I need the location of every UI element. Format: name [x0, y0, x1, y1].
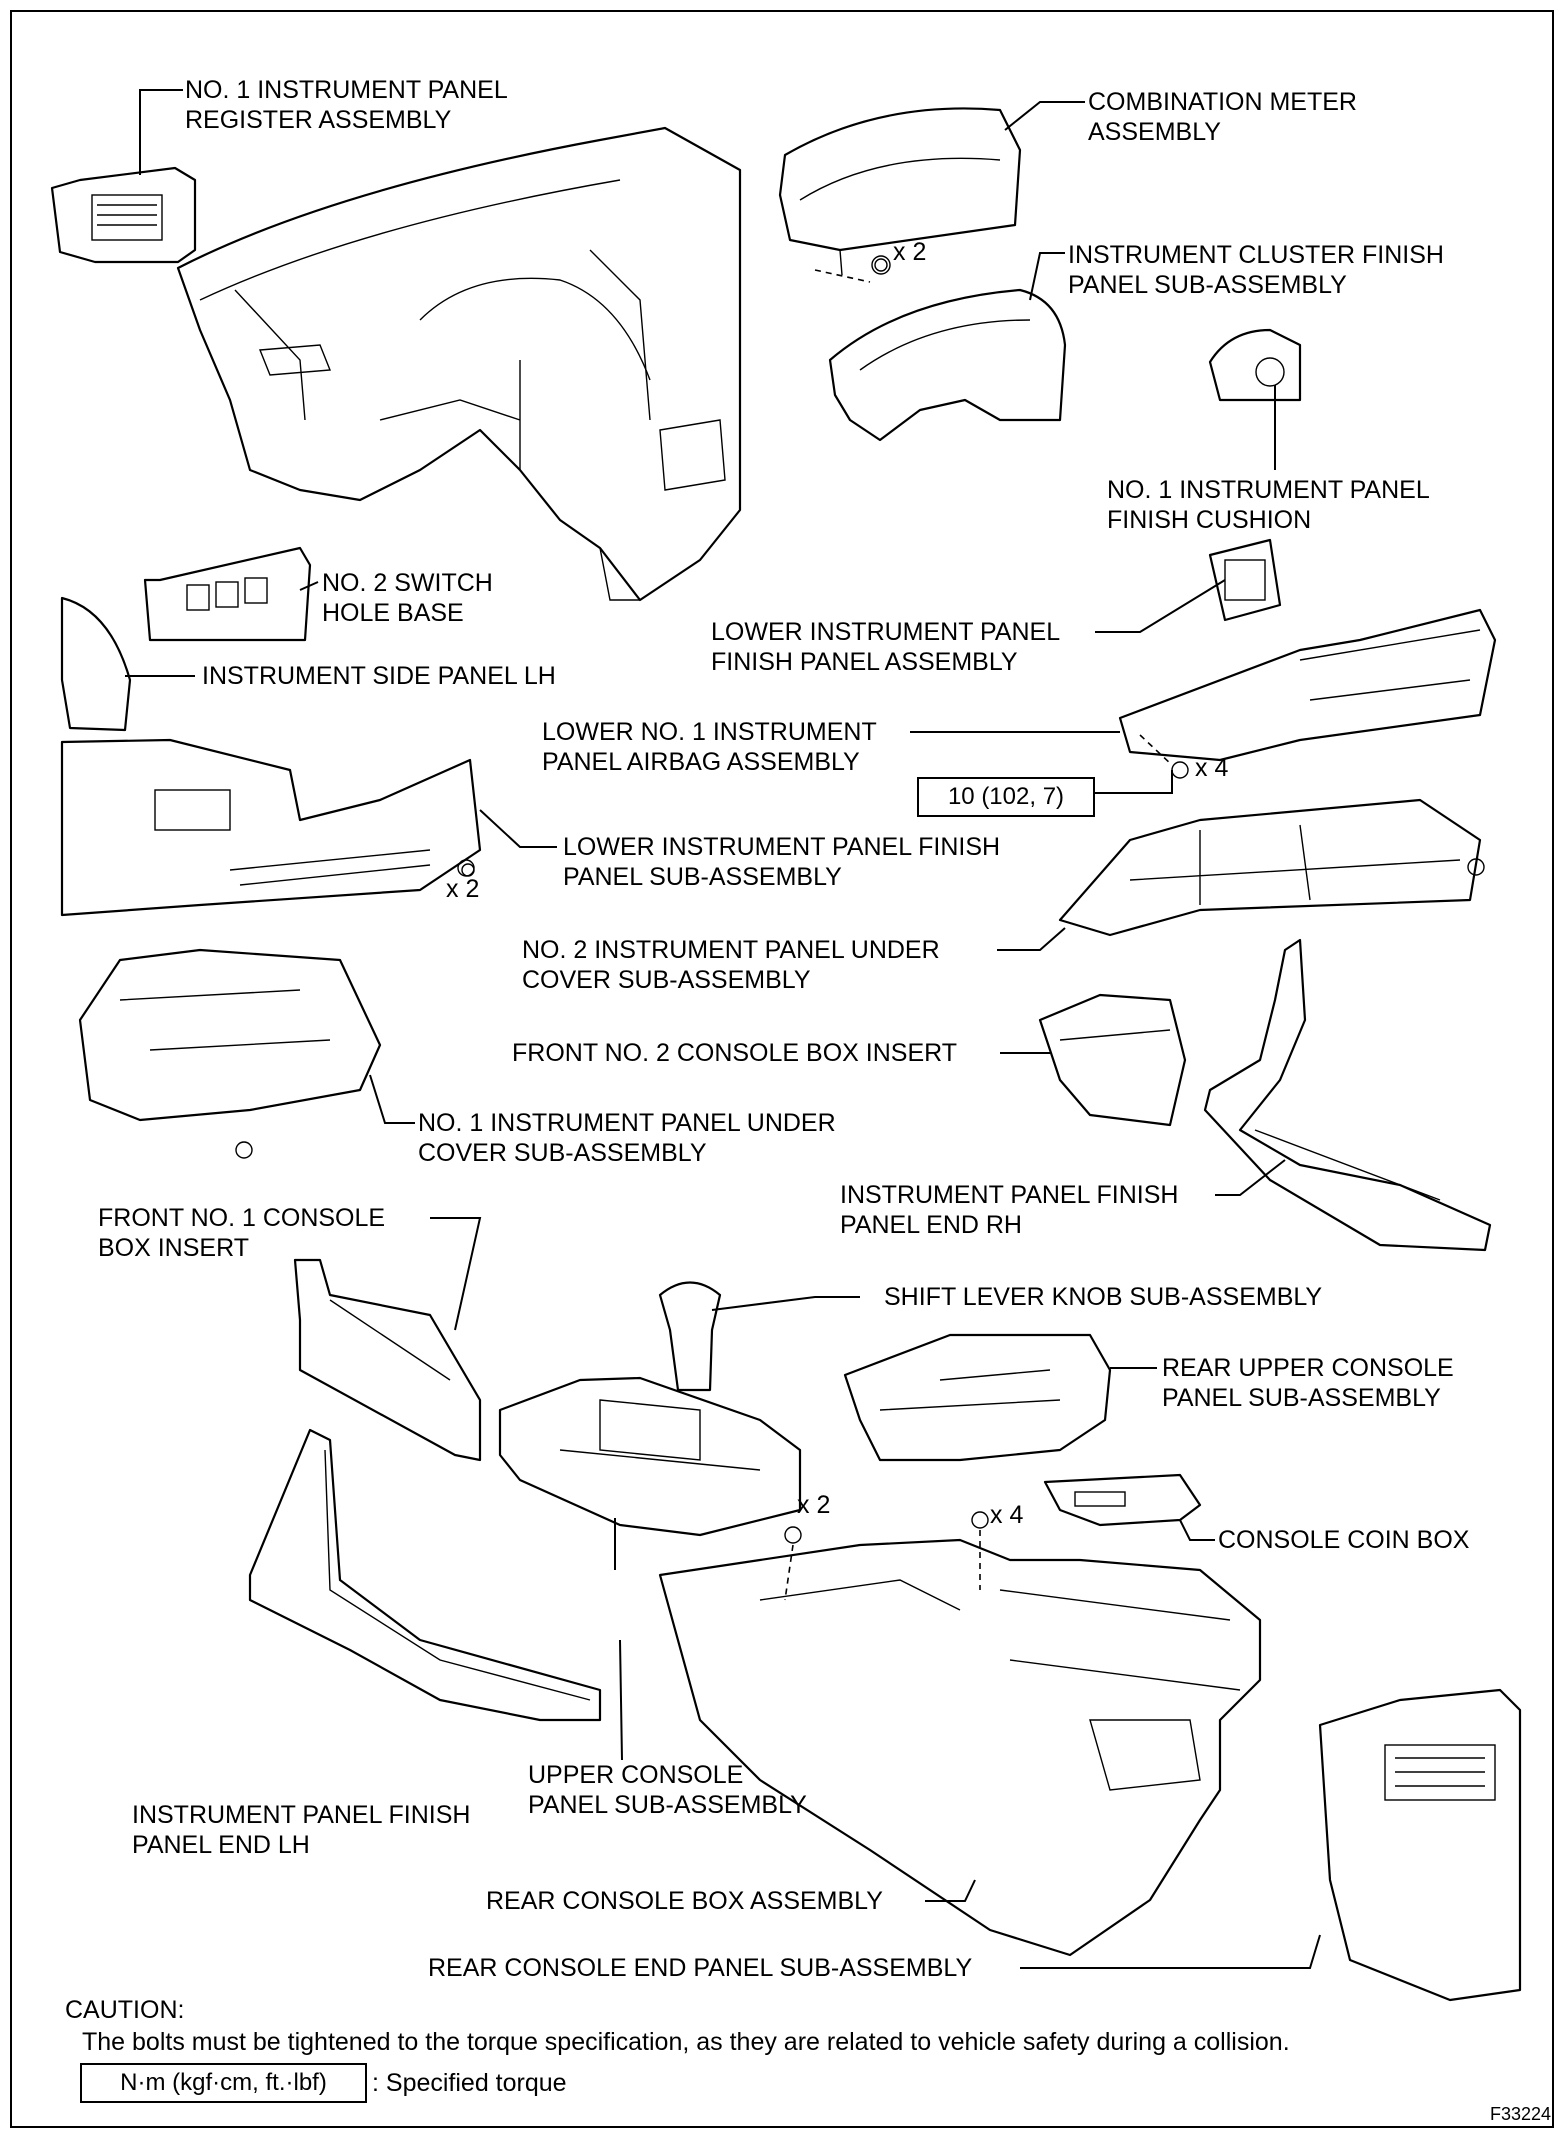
shift-knob-drawing [658, 1281, 722, 1392]
label-shift-knob: SHIFT LEVER KNOB SUB-ASSEMBLY [884, 1282, 1322, 1312]
label-line: BOX INSERT [98, 1234, 249, 1262]
label-line: NO. 1 INSTRUMENT PANEL [185, 76, 508, 104]
label-line: FRONT NO. 2 CONSOLE BOX INSERT [512, 1039, 957, 1067]
label-line: FINISH PANEL ASSEMBLY [711, 648, 1018, 676]
label-line: PANEL AIRBAG ASSEMBLY [542, 748, 860, 776]
legend-torque-box: N·m (kgf·cm, ft.·lbf) [80, 2063, 367, 2103]
label-line: NO. 2 SWITCH [322, 569, 493, 597]
coin-box-drawing [1043, 1473, 1202, 1527]
no1-under-cover-drawing [78, 948, 382, 1159]
finish-cushion-drawing [1208, 328, 1302, 402]
label-knee-airbag: LOWER NO. 1 INSTRUMENT PANEL AIRBAG ASSE… [542, 717, 877, 777]
label-coin-box: CONSOLE COIN BOX [1218, 1525, 1469, 1555]
label-line: LOWER INSTRUMENT PANEL [711, 618, 1061, 646]
diagram-frame [10, 10, 1554, 2128]
label-cluster-finish-panel: INSTRUMENT CLUSTER FINISH PANEL SUB-ASSE… [1068, 240, 1444, 300]
figure-id: F33224 [1490, 2104, 1552, 2124]
label-rear-upper-console: REAR UPPER CONSOLE PANEL SUB-ASSEMBLY [1162, 1353, 1454, 1413]
label-line: CONSOLE COIN BOX [1218, 1526, 1470, 1554]
torque-spec-box: 10 (102, 7) [917, 777, 1095, 817]
label-front-no1-insert: FRONT NO. 1 CONSOLE BOX INSERT [98, 1203, 385, 1263]
label-finish-cushion: NO. 1 INSTRUMENT PANEL FINISH CUSHION [1107, 475, 1430, 535]
rear-console-box-drawing [658, 1538, 1262, 1957]
qty-console-screws-b: x 4 [990, 1501, 1024, 1529]
label-line: NO. 1 INSTRUMENT PANEL [1107, 476, 1430, 504]
label-finish-end-rh: INSTRUMENT PANEL FINISH PANEL END RH [840, 1180, 1178, 1240]
label-line: ASSEMBLY [1088, 118, 1221, 146]
label-line: REAR UPPER CONSOLE [1162, 1354, 1454, 1382]
label-line: COVER SUB-ASSEMBLY [418, 1139, 707, 1167]
qty-meter-screws: x 2 [893, 238, 927, 266]
qty-lower-finish-screws: x 2 [446, 875, 480, 903]
switch-hole-base-drawing [143, 546, 312, 642]
lower-finish-panel-sub-drawing [60, 738, 482, 917]
combination-meter-drawing [778, 107, 1022, 276]
label-line: PANEL SUB-ASSEMBLY [1162, 1384, 1441, 1412]
label-upper-console: UPPER CONSOLE PANEL SUB-ASSEMBLY [528, 1760, 807, 1820]
qty-console-screws-a: x 2 [797, 1491, 831, 1519]
cluster-finish-panel-drawing [828, 288, 1067, 442]
label-line: COMBINATION METER [1088, 88, 1357, 116]
legend-description: : Specified torque [372, 2069, 567, 2097]
lower-finish-panel-assy-drawing [1208, 538, 1282, 622]
no2-under-cover-drawing [1058, 798, 1485, 937]
qty-airbag-bolts: x 4 [1195, 754, 1229, 782]
finish-end-rh-drawing [1203, 938, 1492, 1252]
label-switch-hole-base: NO. 2 SWITCH HOLE BASE [322, 568, 493, 628]
label-line: NO. 2 INSTRUMENT PANEL UNDER [522, 936, 940, 964]
front-no1-insert-drawing [293, 1258, 482, 1462]
label-line: LOWER INSTRUMENT PANEL FINISH [563, 833, 1001, 861]
label-front-no2-insert: FRONT NO. 2 CONSOLE BOX INSERT [512, 1038, 957, 1068]
knee-airbag-drawing [1118, 608, 1497, 762]
caution-text: The bolts must be tightened to the torqu… [82, 2028, 1290, 2056]
instrument-panel-drawing [176, 126, 742, 602]
label-line: HOLE BASE [322, 599, 464, 627]
label-line: COVER SUB-ASSEMBLY [522, 966, 811, 994]
label-finish-end-lh: INSTRUMENT PANEL FINISH PANEL END LH [132, 1800, 470, 1860]
label-line: LOWER NO. 1 INSTRUMENT [542, 718, 877, 746]
label-line: INSTRUMENT SIDE PANEL LH [202, 662, 556, 690]
fasteners [461, 258, 1189, 1601]
label-register-assembly: NO. 1 INSTRUMENT PANEL REGISTER ASSEMBLY [185, 75, 508, 135]
label-no1-under-cover: NO. 1 INSTRUMENT PANEL UNDER COVER SUB-A… [418, 1108, 836, 1168]
label-line: PANEL END RH [840, 1211, 1022, 1239]
front-no2-insert-drawing [1038, 993, 1187, 1127]
rear-end-panel-drawing [1318, 1688, 1522, 2002]
label-line: INSTRUMENT PANEL FINISH [132, 1801, 471, 1829]
caution-title: CAUTION: [65, 1996, 185, 2024]
label-line: FRONT NO. 1 CONSOLE [98, 1204, 386, 1232]
label-line: PANEL SUB-ASSEMBLY [528, 1791, 807, 1819]
label-rear-end-panel: REAR CONSOLE END PANEL SUB-ASSEMBLY [428, 1953, 972, 1983]
upper-console-drawing [498, 1376, 802, 1537]
label-combination-meter: COMBINATION METER ASSEMBLY [1088, 87, 1357, 147]
label-line: INSTRUMENT CLUSTER FINISH [1068, 241, 1444, 269]
finish-end-lh-drawing [248, 1428, 602, 1722]
label-line: UPPER CONSOLE [528, 1761, 744, 1789]
label-line: NO. 1 INSTRUMENT PANEL UNDER [418, 1109, 836, 1137]
register-assembly-drawing [50, 166, 197, 264]
side-panel-lh-drawing [60, 596, 132, 732]
label-line: FINISH CUSHION [1107, 506, 1312, 534]
label-line: PANEL END LH [132, 1831, 310, 1859]
label-line: SHIFT LEVER KNOB SUB-ASSEMBLY [884, 1283, 1323, 1311]
label-lower-finish-panel-sub: LOWER INSTRUMENT PANEL FINISH PANEL SUB-… [563, 832, 1000, 892]
label-line: PANEL SUB-ASSEMBLY [1068, 271, 1347, 299]
label-no2-under-cover: NO. 2 INSTRUMENT PANEL UNDER COVER SUB-A… [522, 935, 940, 995]
label-side-panel-lh: INSTRUMENT SIDE PANEL LH [202, 661, 556, 691]
label-line: REAR CONSOLE BOX ASSEMBLY [486, 1887, 883, 1915]
label-lower-finish-panel-assembly: LOWER INSTRUMENT PANEL FINISH PANEL ASSE… [711, 617, 1060, 677]
rear-upper-console-drawing [843, 1333, 1112, 1462]
leader-lines [125, 89, 1321, 1969]
label-line: REGISTER ASSEMBLY [185, 106, 452, 134]
label-line: INSTRUMENT PANEL FINISH [840, 1181, 1179, 1209]
label-line: PANEL SUB-ASSEMBLY [563, 863, 842, 891]
label-line: REAR CONSOLE END PANEL SUB-ASSEMBLY [428, 1954, 973, 1982]
label-rear-console-box: REAR CONSOLE BOX ASSEMBLY [486, 1886, 883, 1916]
